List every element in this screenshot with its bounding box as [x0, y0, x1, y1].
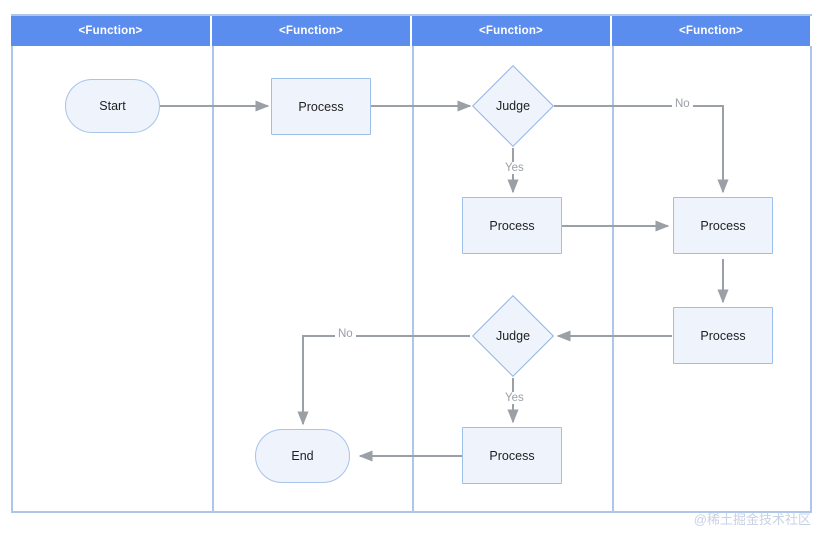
node-start-label: Start [99, 99, 126, 113]
node-process3[interactable]: Process [673, 197, 773, 254]
node-process2[interactable]: Process [462, 197, 562, 254]
lane-header-4[interactable]: <Function> [612, 16, 812, 46]
lane-header-top-rule [11, 14, 812, 16]
node-judge1-label: Judge [495, 99, 531, 113]
lane-header-3[interactable]: <Function> [412, 16, 612, 46]
lane-header-label-3: <Function> [479, 25, 543, 37]
node-start[interactable]: Start [65, 79, 160, 133]
node-process5-label: Process [489, 448, 535, 463]
watermark: @稀土掘金技术社区 [693, 512, 811, 527]
lane-header-label-2: <Function> [279, 25, 343, 37]
edge-label-judge2-yes: Yes [502, 392, 527, 404]
lane-header-2[interactable]: <Function> [212, 16, 412, 46]
node-process4-label: Process [700, 328, 746, 343]
node-process4[interactable]: Process [673, 307, 773, 364]
node-end[interactable]: End [255, 429, 350, 483]
lane-header-label-1: <Function> [78, 25, 143, 37]
lane-divider-2 [412, 46, 414, 513]
edge-label-judge1-no: No [672, 98, 693, 110]
node-judge2-label: Judge [495, 329, 531, 343]
edge-label-judge2-no: No [335, 328, 356, 340]
node-end-label: End [291, 449, 314, 463]
node-judge1[interactable]: Judge [471, 64, 555, 148]
node-process1[interactable]: Process [271, 78, 371, 135]
node-judge2[interactable]: Judge [471, 294, 555, 378]
node-process5[interactable]: Process [462, 427, 562, 484]
edge-label-judge1-yes: Yes [502, 162, 527, 174]
lane-divider-1 [212, 46, 214, 513]
node-process1-label: Process [298, 99, 344, 114]
lane-header-label-4: <Function> [679, 25, 743, 37]
lane-header-1[interactable]: <Function> [11, 16, 212, 46]
node-process3-label: Process [700, 218, 746, 233]
node-process2-label: Process [489, 218, 535, 233]
lane-divider-3 [612, 46, 614, 513]
